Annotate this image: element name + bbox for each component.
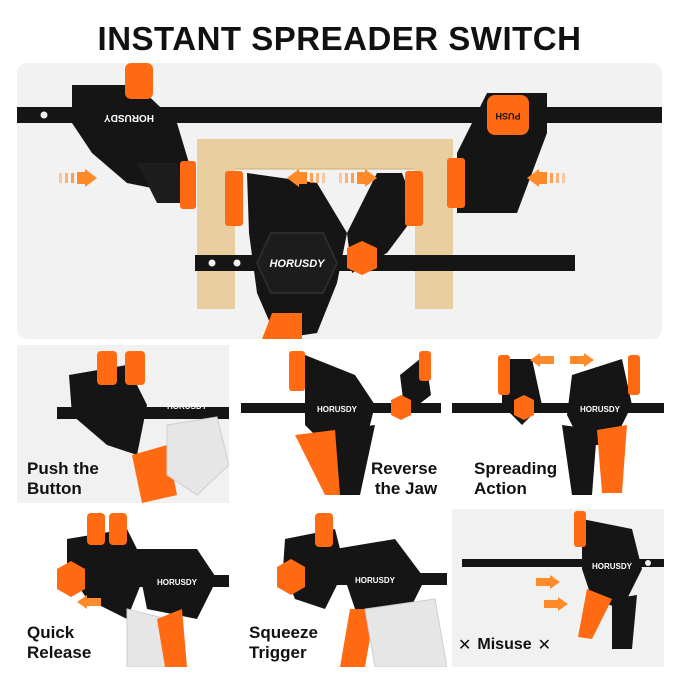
panel-squeeze-trigger: HORUSDY Squeeze Trigger — [235, 509, 447, 667]
caption-line-1: Quick — [27, 623, 75, 642]
caption-line-2: Button — [27, 479, 82, 498]
caption-line-1: Squeeze — [249, 623, 318, 642]
arrow-right-icon — [59, 169, 97, 187]
arrow-left-icon — [287, 169, 325, 187]
misuse-label: Misuse — [477, 636, 532, 653]
panel-reverse-the-jaw: HORUSDY Reverse the Jaw — [235, 345, 447, 503]
arrow-right-icon — [536, 575, 560, 589]
wooden-frame — [197, 139, 453, 309]
panel-misuse: HORUSDY ✕ Misuse ✕ — [452, 509, 664, 667]
panel2-brand: HORUSDY — [317, 405, 358, 414]
panel4-brand: HORUSDY — [157, 578, 198, 587]
lower-clamp-bar — [195, 255, 575, 271]
center-clamp-left — [225, 171, 347, 339]
caption-misuse: ✕ Misuse ✕ — [458, 635, 551, 655]
caption-line-1: Spreading — [474, 459, 558, 478]
panel6-brand: HORUSDY — [592, 562, 633, 571]
panel3-brand: HORUSDY — [580, 405, 621, 414]
x-mark-icon: ✕ — [537, 637, 552, 654]
caption-line-2: Release — [27, 643, 92, 662]
page-title: INSTANT SPREADER SWITCH — [97, 20, 582, 57]
arrow-left-icon — [527, 169, 565, 187]
caption-squeeze-trigger: Squeeze Trigger — [249, 623, 318, 663]
top-brand-text: HORUSDY — [104, 112, 154, 123]
panel5-brand: HORUSDY — [355, 576, 396, 585]
panel1-brand: HORUSDY — [167, 402, 208, 411]
push-text: PUSH — [495, 111, 520, 121]
caption-reverse-the-jaw: Reverse the Jaw — [371, 459, 437, 499]
caption-line-1: Push the — [27, 459, 99, 478]
panel-spreading-action: HORUSDY Spreading Action — [452, 345, 664, 503]
arrow-right-icon — [570, 353, 594, 367]
panel-quick-release: HORUSDY Quick Release — [17, 509, 229, 667]
caption-line-1: Reverse — [371, 459, 438, 478]
arrow-left-icon — [77, 595, 101, 609]
caption-push-the-button: Push the Button — [27, 459, 99, 499]
caption-line-2: Action — [474, 479, 527, 498]
caption-quick-release: Quick Release — [27, 623, 91, 663]
center-clamp-right — [347, 171, 423, 275]
arrow-right-icon — [339, 169, 377, 187]
arrow-left-icon — [530, 353, 554, 367]
hero-brand-text: HORUSDY — [269, 258, 326, 270]
panel-push-the-button: HORUSDY Push the Button — [17, 345, 229, 503]
arrow-right-icon — [544, 597, 568, 611]
x-mark-icon: ✕ — [458, 637, 472, 654]
hero-arrows — [59, 169, 565, 187]
caption-line-2: Trigger — [249, 643, 307, 662]
caption-spreading-action: Spreading Action — [474, 459, 557, 499]
hero-spreader-illustration: HORUSDY HORUSDY PUSH — [17, 63, 662, 339]
top-right-clamp — [447, 93, 547, 213]
top-left-clamp — [72, 63, 196, 209]
caption-line-2: the Jaw — [374, 479, 438, 498]
